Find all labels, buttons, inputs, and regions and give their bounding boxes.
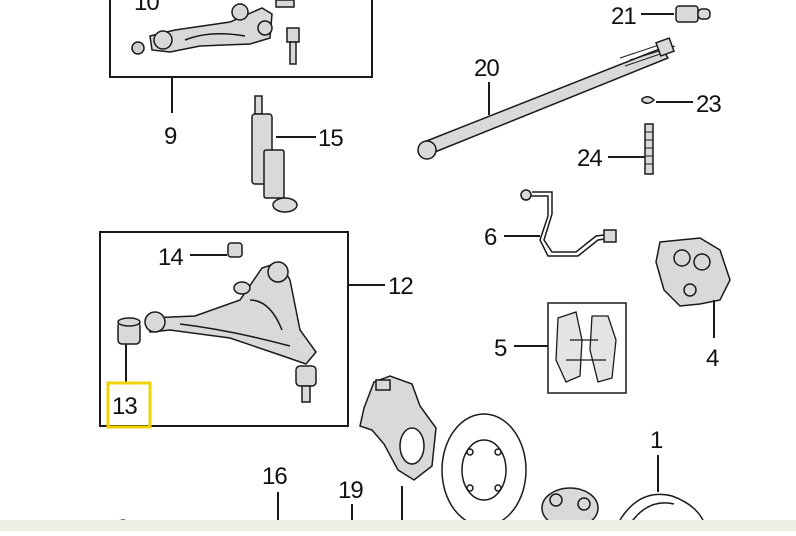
callout-24[interactable]: 24 xyxy=(577,145,603,172)
callout-12[interactable]: 12 xyxy=(388,273,414,300)
lower-control-arm-part[interactable] xyxy=(144,261,317,365)
steering-knuckle-part[interactable] xyxy=(359,375,437,481)
upper-control-arm-part[interactable] xyxy=(149,3,273,53)
callout-13[interactable]: 13 xyxy=(112,393,138,420)
brake-pad-kit-box xyxy=(514,302,627,394)
lower-arm-kit-box xyxy=(99,231,385,429)
shock-absorber-part[interactable] xyxy=(251,95,298,213)
wheel-speed-sensor-part[interactable] xyxy=(520,189,617,257)
ball-joint-bolt-part[interactable] xyxy=(286,27,300,65)
tie-rod-part[interactable] xyxy=(417,37,676,160)
callout-9[interactable]: 9 xyxy=(164,123,178,150)
callout-10[interactable]: 10 xyxy=(134,0,160,16)
upper-arm-kit-box xyxy=(109,0,373,113)
clip-23-part[interactable] xyxy=(641,96,656,104)
highlight-box xyxy=(106,381,152,429)
bushing-nut-part[interactable] xyxy=(131,41,145,55)
bolt-24-part[interactable] xyxy=(644,123,654,175)
callout-23[interactable]: 23 xyxy=(696,91,722,118)
callout-5[interactable]: 5 xyxy=(494,335,508,362)
callout-1[interactable]: 1 xyxy=(650,427,664,454)
callout-16[interactable]: 16 xyxy=(262,463,288,490)
small-cap-part[interactable] xyxy=(275,0,295,8)
callout-20[interactable]: 20 xyxy=(474,55,500,82)
nut-14-part[interactable] xyxy=(227,242,243,258)
bushing-13-part[interactable] xyxy=(117,317,141,345)
brake-rotor-part[interactable] xyxy=(441,413,527,527)
callout-15[interactable]: 15 xyxy=(318,125,344,152)
callout-19[interactable]: 19 xyxy=(338,477,364,504)
hub-assembly-part[interactable] xyxy=(541,487,707,529)
brake-pad-part[interactable] xyxy=(555,311,617,383)
ball-joint-part[interactable] xyxy=(295,365,317,403)
sensor-21-part[interactable] xyxy=(675,5,711,23)
callout-21[interactable]: 21 xyxy=(611,3,637,30)
callout-6[interactable]: 6 xyxy=(484,224,498,251)
bottom-strip xyxy=(0,520,796,531)
callout-14[interactable]: 14 xyxy=(158,244,184,271)
callout-4[interactable]: 4 xyxy=(706,345,720,372)
brake-caliper-part[interactable] xyxy=(655,237,731,307)
callout-labels: 10 9 15 20 21 23 24 14 12 13 6 5 4 16 19… xyxy=(112,0,722,504)
